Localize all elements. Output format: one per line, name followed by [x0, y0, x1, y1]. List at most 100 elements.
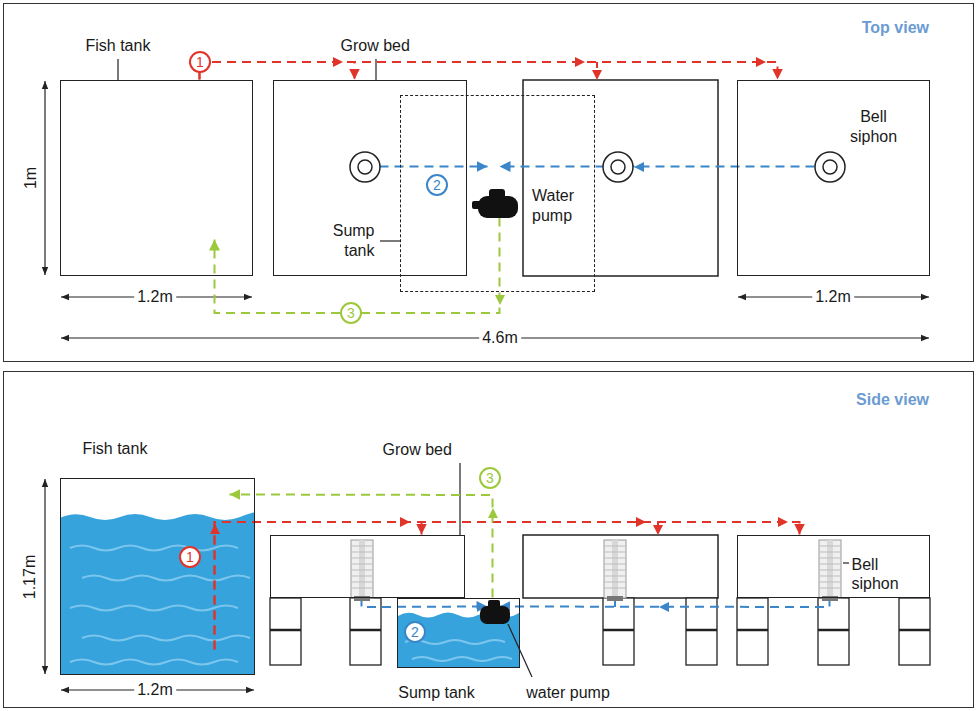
flow-arrowhead — [333, 57, 343, 67]
leg-crossbar — [737, 629, 768, 632]
bed-leg — [603, 598, 634, 665]
dimension-line — [44, 479, 45, 674]
leader-line — [459, 463, 460, 535]
dimension-label: 1.2m — [134, 288, 176, 306]
water-wave — [70, 546, 238, 551]
bell-siphon-symbol — [350, 152, 380, 182]
bell-siphon-symbol — [612, 540, 618, 598]
flow-arrowhead — [659, 602, 669, 612]
leader-line — [843, 562, 849, 563]
part-label: Sump tank — [321, 221, 375, 261]
flow-arrow — [500, 598, 830, 608]
view-panel: Top viewFish tank Grow bedSump tank Bell s… — [3, 3, 974, 362]
dimension-label: 1.2m — [812, 288, 854, 306]
flow-branch — [596, 62, 598, 72]
part-label: Fish tank — [86, 36, 176, 56]
callout-number: 1 — [189, 51, 211, 73]
flow-arrow — [380, 166, 488, 168]
callout-number: 2 — [426, 174, 448, 196]
grow-bed: Bell siphon — [737, 535, 930, 598]
part-label: Grow bed — [341, 36, 431, 56]
flow-arrowhead — [400, 517, 410, 527]
part-label: Sump tank — [377, 683, 497, 703]
leg-crossbar — [818, 629, 849, 632]
leader-line — [117, 59, 118, 80]
leader-line — [508, 624, 532, 677]
bed-leg — [350, 598, 381, 665]
bell-siphon-symbol — [827, 540, 833, 598]
water-wave — [82, 576, 250, 581]
pump-symbol — [478, 196, 518, 218]
pump-symbol — [489, 189, 505, 199]
flow-arrowhead — [636, 517, 646, 527]
pump-symbol — [480, 606, 510, 624]
flow-arrow — [500, 166, 815, 168]
bell-siphon-symbol — [815, 152, 845, 182]
dimension-label: 1m — [22, 164, 40, 192]
flow-arrowhead — [653, 525, 663, 535]
leg-crossbar — [603, 629, 634, 632]
bed-leg — [737, 598, 768, 665]
flow-arrow — [215, 522, 422, 650]
flow-arrowhead — [495, 295, 505, 305]
leg-crossbar — [270, 629, 301, 632]
bell-siphon-symbol — [823, 160, 837, 174]
fish-tank: Fish tank — [60, 478, 255, 675]
bell-siphon-symbol — [604, 540, 626, 598]
flow-arrow — [215, 218, 500, 314]
flow-arrow — [200, 62, 355, 80]
water-wave — [70, 606, 238, 611]
part-label: Grow bed — [383, 440, 473, 460]
leg-crossbar — [899, 629, 930, 632]
flow-arrow — [215, 522, 800, 650]
flow-arrowhead — [778, 517, 788, 527]
bell-siphon-symbol — [607, 596, 623, 601]
water-fill — [60, 513, 255, 676]
part-label: Bell siphon — [842, 107, 906, 147]
grow-bed: Bell siphon — [737, 80, 930, 276]
bed-leg — [270, 598, 301, 665]
water-fill — [398, 613, 519, 668]
fish-tank: Fish tank — [60, 80, 253, 276]
part-label: Water pump — [532, 186, 590, 226]
dimension-label: 1.2m — [134, 681, 176, 699]
flow-arrowhead — [488, 508, 498, 518]
pump-symbol — [472, 201, 481, 209]
flow-arrows — [200, 62, 830, 650]
flow-arrowhead — [592, 70, 602, 80]
leg-crossbar — [686, 629, 717, 632]
bell-siphon-symbol — [359, 540, 365, 598]
bed-leg — [899, 598, 930, 665]
part-label: Bell siphon — [852, 555, 912, 593]
view-title: Side view — [809, 390, 929, 410]
part-label: water pump — [526, 683, 610, 703]
flow-arrowhead — [756, 57, 766, 67]
flow-arrowhead — [634, 162, 644, 172]
callout-number: 1 — [179, 546, 201, 568]
flow-arrow — [200, 62, 778, 80]
leader-line — [375, 59, 376, 80]
bell-siphon-symbol — [351, 540, 373, 598]
flow-arrowhead — [575, 57, 585, 67]
flow-branch — [657, 522, 659, 527]
callout-number: 3 — [479, 467, 501, 489]
water-wave — [82, 636, 250, 641]
view-title: Top view — [809, 18, 929, 38]
bell-siphon-symbol — [603, 152, 633, 182]
grow-bed: Grow bed — [270, 535, 465, 598]
grow-bed — [523, 80, 718, 276]
view-panel: Side viewFish tankGrow bedSump tankBell … — [3, 371, 974, 708]
bed-leg — [818, 598, 849, 665]
bell-siphon-symbol — [604, 546, 626, 588]
grow-bed — [523, 535, 718, 598]
dimension-label: 4.6m — [479, 329, 521, 347]
bell-siphon-symbol — [358, 160, 372, 174]
callout-number: 3 — [340, 302, 362, 324]
flow-arrow — [230, 495, 493, 598]
leader-line — [380, 240, 400, 241]
